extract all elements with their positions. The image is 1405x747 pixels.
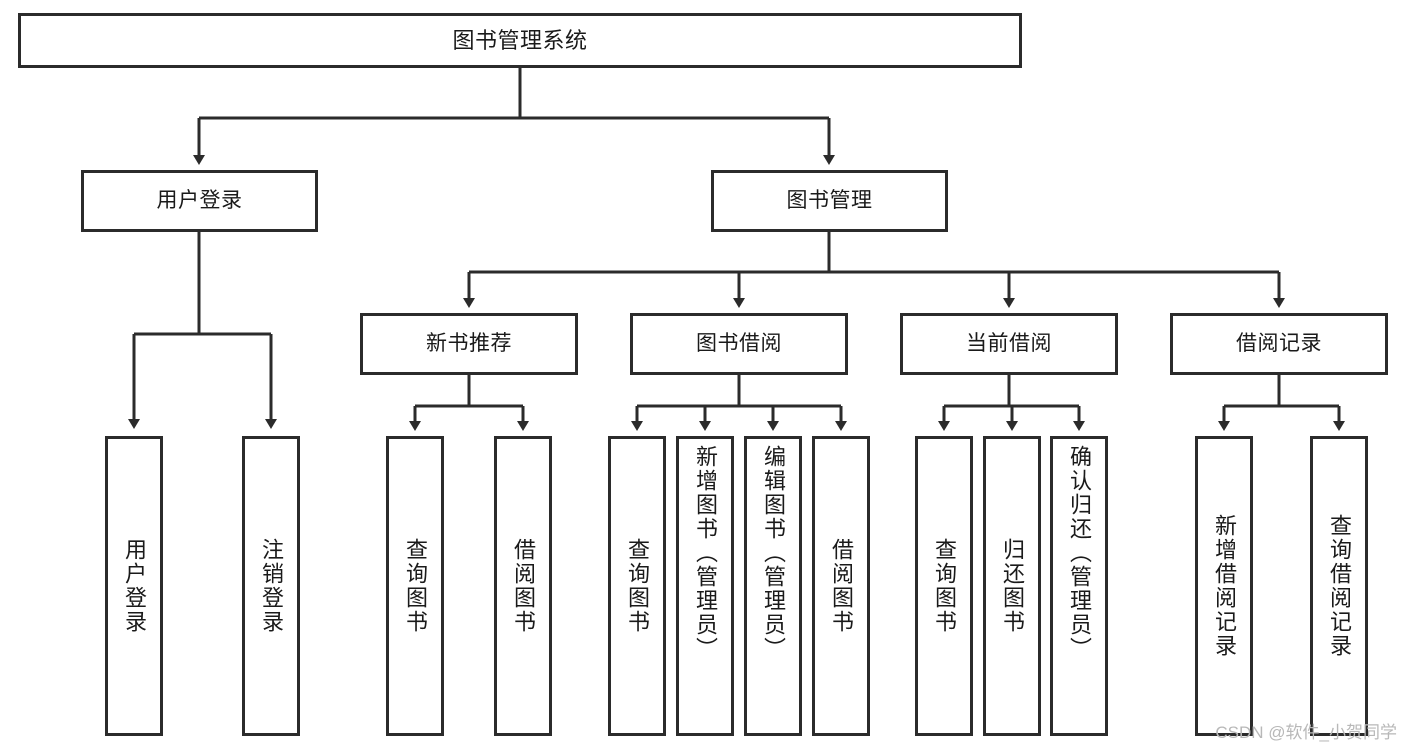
node-label: 借阅记录 — [1236, 331, 1322, 355]
node-label: 当前借阅 — [966, 331, 1052, 355]
leaf-query-book-recommendation[interactable]: 查询图书 — [386, 436, 444, 736]
leaf-user-login[interactable]: 用户登录 — [105, 436, 163, 736]
leaf-add-borrow-record[interactable]: 新增借阅记录 — [1195, 436, 1253, 736]
node-label: 图书借阅 — [696, 331, 782, 355]
leaf-confirm-return-admin[interactable]: 确认归还（管理员） — [1050, 436, 1108, 736]
node-label: 借阅图书 — [510, 538, 536, 634]
node-book-management[interactable]: 图书管理 — [711, 170, 948, 232]
node-label: 用户登录 — [121, 538, 147, 634]
node-label: 借阅图书 — [828, 538, 854, 634]
leaf-return-book[interactable]: 归还图书 — [983, 436, 1041, 736]
watermark: CSDN @软件_小贺同学 — [1215, 723, 1397, 742]
node-label: 编辑图书（管理员） — [760, 445, 786, 661]
node-label: 新增图书（管理员） — [692, 445, 718, 661]
node-current-borrow[interactable]: 当前借阅 — [900, 313, 1118, 375]
leaf-user-logout[interactable]: 注销登录 — [242, 436, 300, 736]
node-label: 查询图书 — [931, 538, 957, 634]
node-book-borrow[interactable]: 图书借阅 — [630, 313, 848, 375]
leaf-query-borrow-record[interactable]: 查询借阅记录 — [1310, 436, 1368, 736]
node-label: 查询图书 — [624, 538, 650, 634]
node-label: 图书管理系统 — [452, 27, 588, 53]
node-label: 查询借阅记录 — [1326, 514, 1352, 658]
leaf-query-book-current[interactable]: 查询图书 — [915, 436, 973, 736]
node-label: 注销登录 — [258, 538, 284, 634]
node-root-book-management-system[interactable]: 图书管理系统 — [18, 13, 1022, 68]
node-label: 图书管理 — [786, 188, 873, 212]
leaf-borrow-book-borrow[interactable]: 借阅图书 — [812, 436, 870, 736]
node-label: 确认归还（管理员） — [1066, 445, 1092, 661]
node-label: 归还图书 — [999, 538, 1025, 634]
node-label: 新增借阅记录 — [1211, 514, 1237, 658]
node-new-book-recommendation[interactable]: 新书推荐 — [360, 313, 578, 375]
leaf-borrow-book-recommendation[interactable]: 借阅图书 — [494, 436, 552, 736]
node-user-login[interactable]: 用户登录 — [81, 170, 318, 232]
node-borrow-record[interactable]: 借阅记录 — [1170, 313, 1388, 375]
node-label: 用户登录 — [156, 188, 243, 212]
leaf-add-book-admin[interactable]: 新增图书（管理员） — [676, 436, 734, 736]
leaf-query-book-borrow[interactable]: 查询图书 — [608, 436, 666, 736]
node-label: 新书推荐 — [426, 331, 512, 355]
node-label: 查询图书 — [402, 538, 428, 634]
leaf-edit-book-admin[interactable]: 编辑图书（管理员） — [744, 436, 802, 736]
